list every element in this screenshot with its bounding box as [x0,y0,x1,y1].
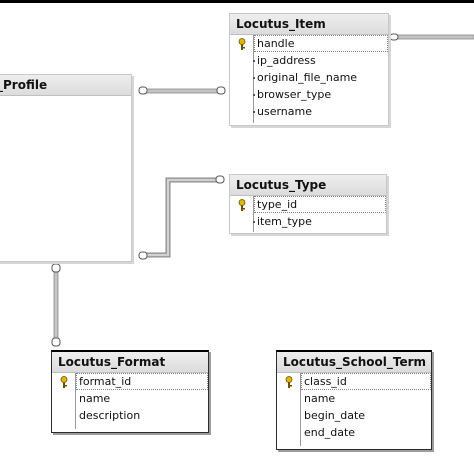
column-name: original_file_name [257,71,358,84]
primary-key-icon [238,38,246,50]
column-list [253,196,386,232]
table-title: _Profile [0,75,131,96]
relationship-profile-item[interactable] [138,86,226,95]
selection-outline [254,35,388,52]
column-name: name [79,392,111,405]
column-name: ip_address [257,54,316,67]
relationship-profile-type[interactable] [138,175,225,260]
column-name: type_id [257,198,298,211]
table-title: Locutus_School_Term [277,352,431,373]
column-name: description [79,409,141,422]
column-row[interactable]: username [230,103,388,120]
primary-key-icon [60,376,68,388]
table-locutus-format[interactable]: Locutus_Format format_id name descriptio… [51,350,209,433]
primary-key-icon [285,376,293,388]
selection-outline [76,373,208,390]
column-row[interactable]: begin_date [277,407,431,424]
selection-outline [254,196,386,213]
column-name: item_type [257,215,312,228]
column-name: class_id [304,375,347,388]
column-row[interactable]: item_type [230,213,386,230]
column-name: begin_date [304,409,366,422]
column-name: format_id [79,375,132,388]
table-title: Locutus_Type [230,175,386,196]
column-list [253,35,388,123]
top-border [0,0,474,3]
column-name: handle [257,37,295,50]
primary-key-icon [238,199,246,211]
column-name: end_date [304,426,356,439]
column-row[interactable]: handle [230,35,388,52]
table-title: Locutus_Format [52,352,208,373]
column-name: username [257,105,312,118]
column-row[interactable]: description [52,407,208,424]
row-marker [253,94,255,96]
table-locutus-school-term[interactable]: Locutus_School_Term class_id name begin_… [276,350,432,450]
row-marker [253,77,255,79]
column-row[interactable]: format_id [52,373,208,390]
column-row[interactable]: ip_address [230,52,388,69]
column-name: browser_type [257,88,332,101]
table-title: Locutus_Item [230,14,388,35]
column-row[interactable]: class_id [277,373,431,390]
row-marker [253,60,255,62]
column-list [75,373,208,429]
column-row[interactable]: name [52,390,208,407]
table-locutus-type[interactable]: Locutus_Type type_id item_type [229,174,387,234]
relationship-item-external[interactable] [389,33,474,41]
table-locutus-item[interactable]: Locutus_Item handle ip_address original_… [229,13,389,126]
selection-outline [301,373,431,390]
row-marker [253,221,255,223]
column-row[interactable]: end_date [277,424,431,441]
table-profile[interactable]: _Profile [0,74,132,262]
column-row[interactable]: type_id [230,196,386,213]
column-row[interactable]: browser_type [230,86,388,103]
column-row[interactable]: name [277,390,431,407]
column-list [300,373,431,446]
column-row[interactable]: original_file_name [230,69,388,86]
row-marker [253,111,255,113]
relationship-profile-format[interactable] [51,263,61,347]
column-name: name [304,392,336,405]
